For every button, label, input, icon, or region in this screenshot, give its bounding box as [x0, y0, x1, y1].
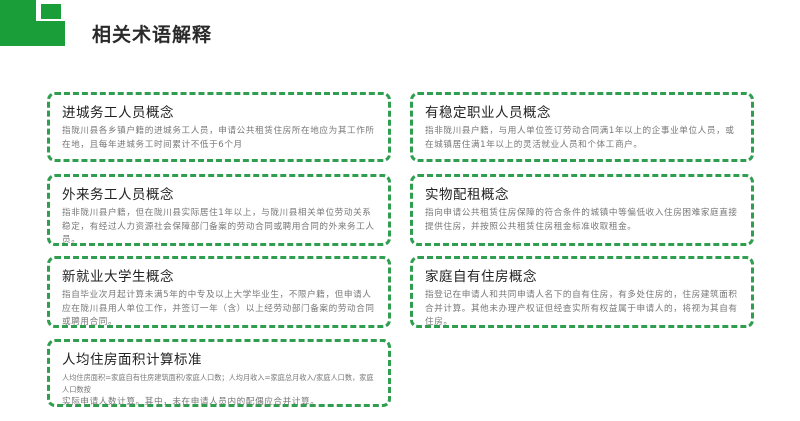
card-title: 家庭自有住房概念 — [425, 269, 537, 285]
card-title: 有稳定职业人员概念 — [425, 105, 551, 121]
card-body: 实际申请人数计算。其中，未在申请人员内的配偶应合并计算。 — [62, 397, 320, 407]
card-title: 外来务工人员概念 — [62, 187, 174, 203]
card-family-owned-housing-definition: 家庭自有住房概念 指登记在申请人和共同申请人名下的自有住房，有多处住房的，住房建… — [410, 256, 754, 328]
card-physical-rental-definition: 实物配租概念 指向申请公共租赁住房保障的符合条件的城镇中等偏低收入住房困难家庭直… — [410, 174, 754, 246]
card-new-graduate-definition: 新就业大学生概念 指自毕业次月起计算未满5年的中专及以上大学毕业生，不限户籍，但… — [47, 256, 391, 328]
card-outside-worker-definition: 外来务工人员概念 指非陇川县户籍，但在陇川县实际居住1年以上，与陇川县相关单位劳… — [47, 174, 391, 246]
card-body: 指非陇川县户籍，但在陇川县实际居住1年以上，与陇川县相关单位劳动关系稳定，有经过… — [62, 208, 375, 245]
card-formula-text: 人均住房面积=家庭自有住房建筑面积/家庭人口数；人均月收入=家庭总月收入/家庭人… — [62, 373, 374, 394]
card-title: 人均住房面积计算标准 — [62, 352, 202, 368]
card-title: 进城务工人员概念 — [62, 105, 174, 121]
card-migrant-worker-definition: 进城务工人员概念 指陇川县各乡镇户籍的进城务工人员，申请公共租赁住房所在地应为其… — [47, 92, 391, 162]
card-body: 指向申请公共租赁住房保障的符合条件的城镇中等偏低收入住房困难家庭直接提供住房，并… — [425, 208, 738, 232]
card-body: 指登记在申请人和共同申请人名下的自有住房，有多处住房的，住房建筑面积合并计算。其… — [425, 290, 738, 327]
card-stable-employment-definition: 有稳定职业人员概念 指非陇川县户籍，与用人单位签订劳动合同满1年以上的企事业单位… — [410, 92, 754, 162]
card-body: 指自毕业次月起计算未满5年的中专及以上大学毕业生，不限户籍，但申请人应在陇川县用… — [62, 290, 375, 327]
card-title: 新就业大学生概念 — [62, 269, 174, 285]
card-body: 指非陇川县户籍，与用人单位签订劳动合同满1年以上的企事业单位人员，或在城镇居住满… — [425, 126, 735, 150]
header-accent-square — [41, 4, 61, 19]
card-body: 指陇川县各乡镇户籍的进城务工人员，申请公共租赁住房所在地应为其工作所在地，且每年… — [62, 126, 375, 150]
card-per-capita-area-standard: 人均住房面积计算标准 人均住房面积=家庭自有住房建筑面积/家庭人口数；人均月收入… — [47, 339, 391, 407]
card-title: 实物配租概念 — [425, 187, 509, 203]
page-title: 相关术语解释 — [92, 24, 213, 46]
